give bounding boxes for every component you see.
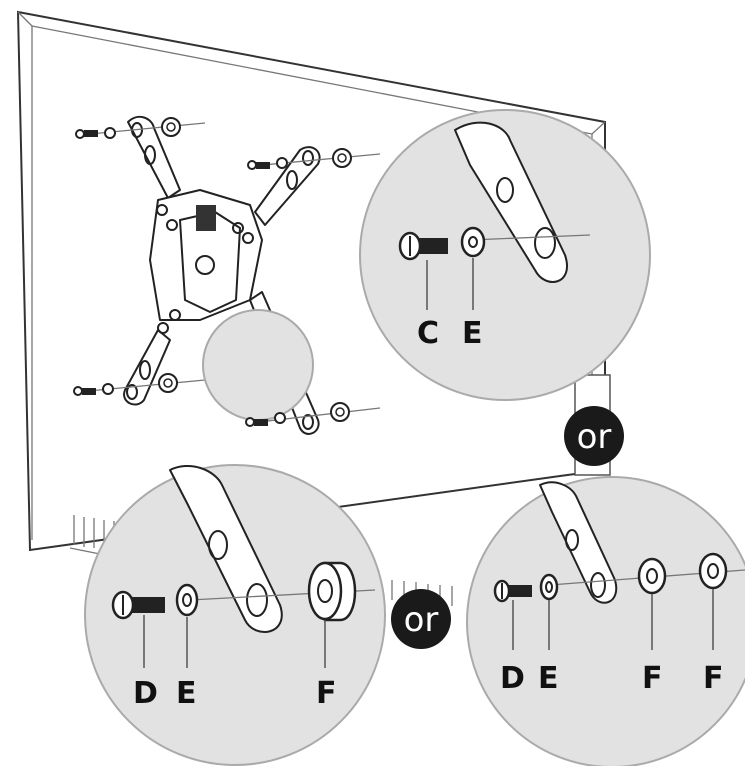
or-text-top: or: [577, 417, 612, 457]
zoom-bottom-right-circle: [466, 476, 745, 766]
label-e: E: [462, 316, 483, 351]
spacer-f-right-1: [637, 557, 667, 595]
spacer-f-left: [307, 561, 343, 621]
or-badge-bottom: or: [391, 589, 451, 649]
washer-e-left: [175, 583, 199, 617]
hardware-bottom-left: [73, 373, 206, 396]
label-f-right-2: F: [703, 661, 724, 696]
or-text-bottom: or: [404, 600, 439, 640]
highlight-circle: [202, 309, 314, 421]
screw-c: [413, 238, 448, 254]
bracket-knob: [196, 205, 216, 231]
washer-e: [460, 226, 486, 258]
hardware-bottom-right: [245, 402, 381, 427]
zoom-top-circle: [359, 109, 651, 401]
label-f-left: F: [316, 676, 337, 711]
label-e-left: E: [176, 676, 197, 711]
zoom-top: C E: [359, 109, 651, 401]
hardware-top-right: [247, 148, 381, 170]
zoom-bottom-left: D E F: [84, 464, 386, 766]
label-d-left: D: [133, 676, 158, 711]
label-e-right: E: [538, 661, 559, 696]
zoom-bottom-right: D E F F: [466, 476, 745, 766]
screw-d-right: [504, 585, 532, 597]
label-c: C: [417, 316, 439, 351]
label-d-right: D: [500, 661, 525, 696]
screw-d-left: [125, 597, 165, 613]
hardware-top-left: [75, 117, 206, 139]
or-badge-top: or: [564, 406, 624, 466]
zoom-bottom-left-circle: [84, 464, 386, 766]
label-f-right-1: F: [642, 661, 663, 696]
washer-e-right: [539, 573, 559, 601]
spacer-f-right-2: [698, 552, 728, 590]
zoom-top-arm: [454, 121, 568, 283]
